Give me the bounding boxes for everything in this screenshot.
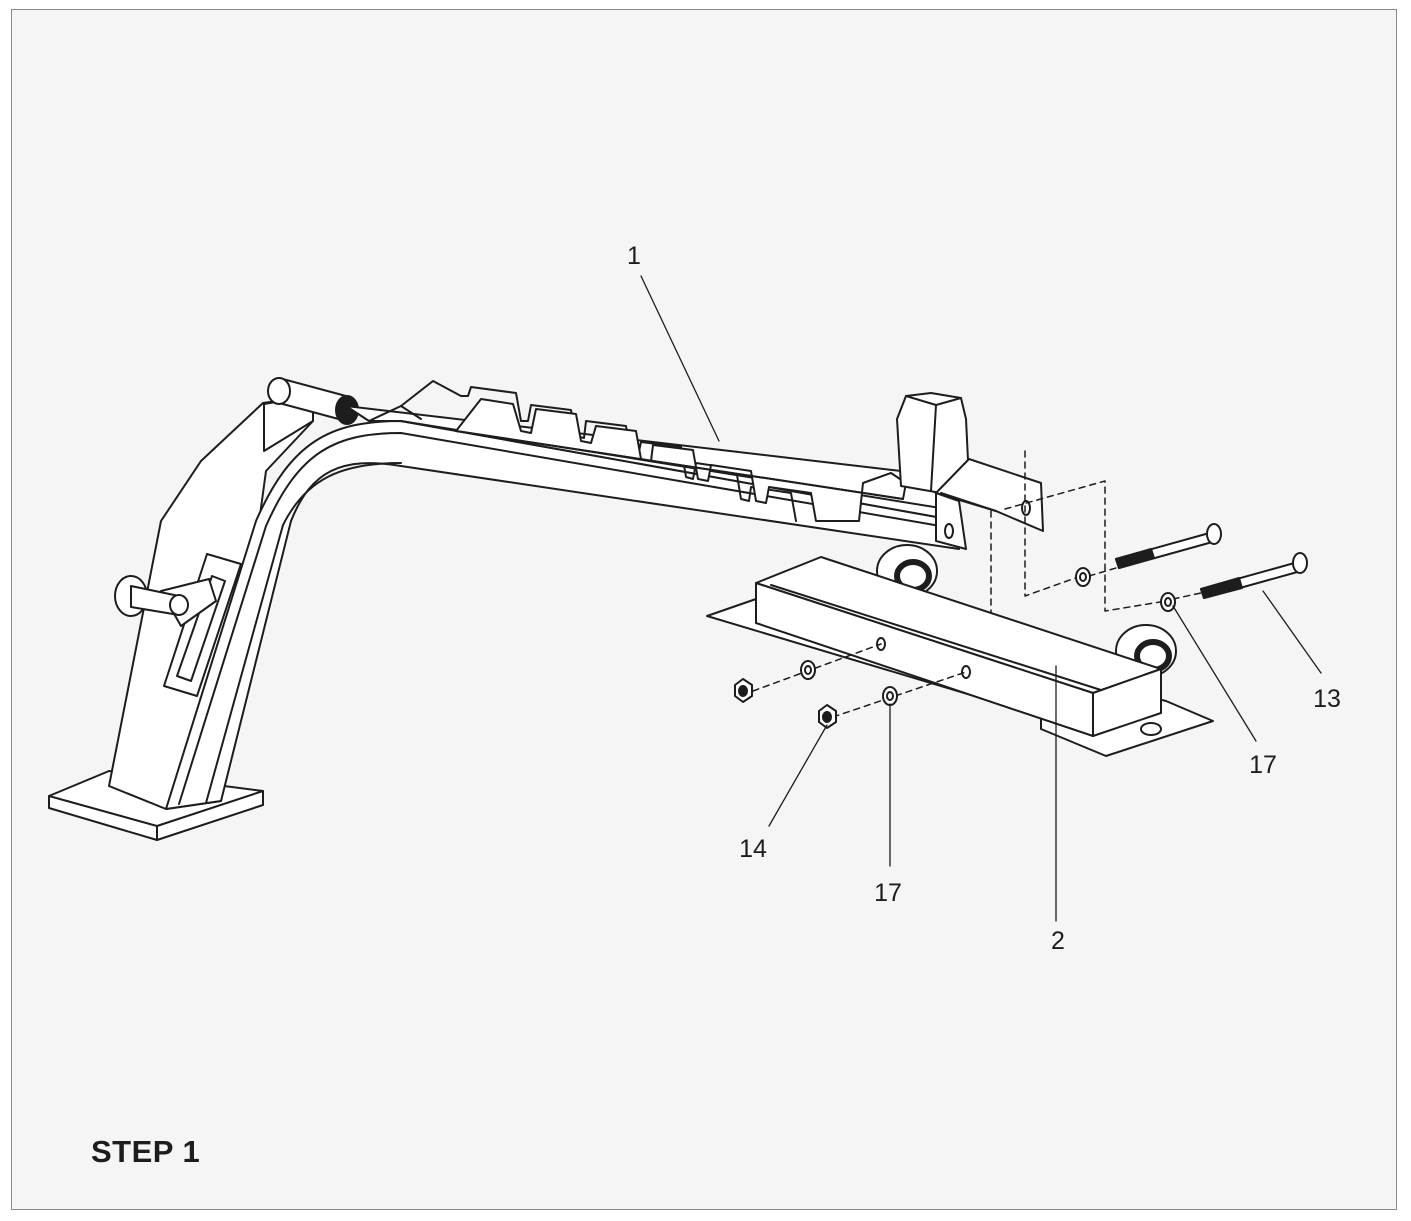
leader-lines [640, 275, 1322, 922]
pop-pin-knob [114, 575, 217, 627]
callout-part-17-upper: 17 [1249, 751, 1277, 779]
washer-part-17 [800, 567, 1176, 706]
nut-part-14 [734, 678, 837, 729]
callout-part-14: 14 [739, 835, 767, 863]
main-rail-part-1 [345, 380, 960, 522]
callout-part-2: 2 [1051, 927, 1065, 955]
rear-stabilizer-part-2 [706, 556, 1214, 757]
top-roller-tube [267, 377, 359, 425]
assembly-diagram: 1 13 17 14 17 2 [48, 242, 1341, 955]
step-title: STEP 1 [91, 1134, 201, 1169]
callout-part-13: 13 [1313, 685, 1341, 713]
callout-part-17-lower: 17 [874, 879, 902, 907]
bolt-upper [1115, 523, 1222, 569]
rear-bracket-block [896, 392, 1044, 550]
diagram-page: 1 13 17 14 17 2 STEP 1 [11, 9, 1397, 1210]
callout-part-1: 1 [627, 242, 641, 270]
alignment-lines [752, 450, 1202, 718]
bolt-lower-part-13 [1200, 552, 1308, 599]
